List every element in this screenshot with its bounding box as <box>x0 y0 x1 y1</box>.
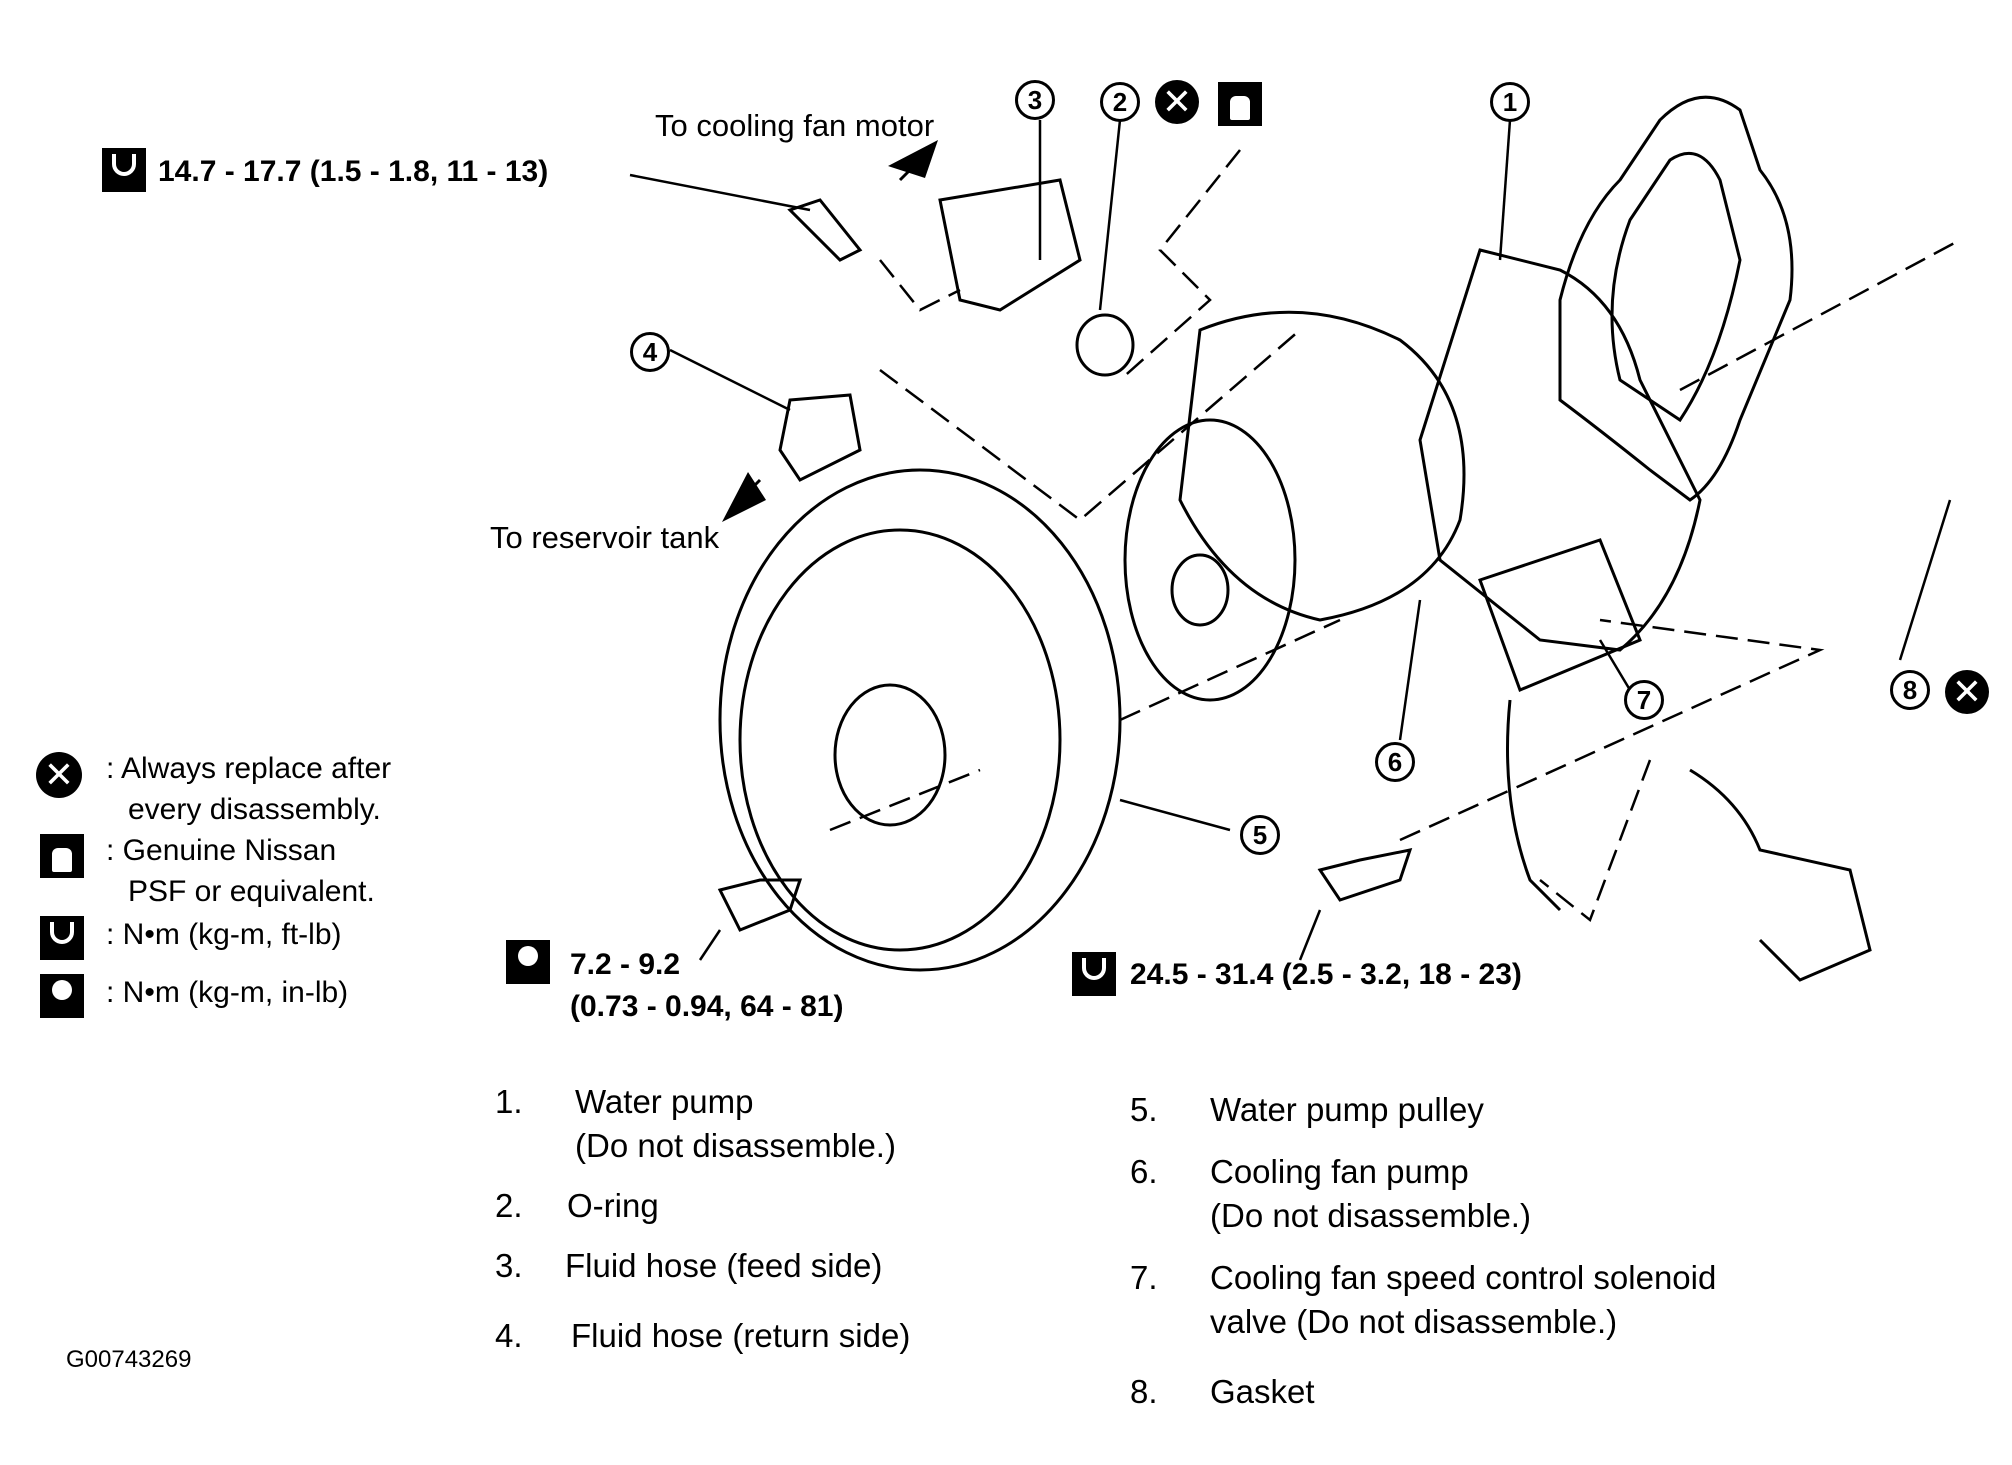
part-item-2: 2.O-ring <box>495 1187 659 1224</box>
part-item-1: 1.Water pump <box>495 1083 754 1120</box>
part-item-1-note: (Do not disassemble.) <box>575 1127 896 1164</box>
legend-psf-line1: : Genuine Nissan <box>106 834 337 867</box>
legend-torque-ftlb: : N•m (kg-m, ft-lb) <box>106 918 342 951</box>
fluid-hose-feed-part <box>938 178 1082 312</box>
torque-spec-top: 14.7 - 17.7 (1.5 - 1.8, 11 - 13) <box>158 155 549 188</box>
always-replace-icon: ✕ <box>1155 80 1199 124</box>
callout-8: 8 <box>1890 670 1930 710</box>
torque-ftlb-icon <box>1072 952 1116 996</box>
torque-ftlb-icon <box>40 916 84 960</box>
legend-always-replace-line1: : Always replace after <box>106 752 392 785</box>
bolt-lower <box>1317 848 1413 902</box>
legend-torque-inlb: : N•m (kg-m, in-lb) <box>106 976 349 1009</box>
callout-4: 4 <box>630 332 670 372</box>
arrow-to-cooling-fan-motor <box>888 140 938 178</box>
connector-part <box>1689 768 1872 982</box>
bolt-top <box>787 198 863 262</box>
water-pump-part <box>1418 248 1702 652</box>
part-item-3: 3.Fluid hose (feed side) <box>495 1247 883 1284</box>
figure-id: G00743269 <box>66 1346 192 1373</box>
torque-inlb-icon <box>40 974 84 1018</box>
parts-list-right: 5.Water pump pulley 6.Cooling fan pump (… <box>1130 1088 1716 1414</box>
gasket-part <box>1558 95 1794 502</box>
torque-ftlb-icon <box>102 148 146 192</box>
bolt-pulley <box>717 878 803 932</box>
callout-1: 1 <box>1490 82 1530 122</box>
psf-fluid-icon <box>1218 82 1262 126</box>
torque-inlb-icon <box>506 940 550 984</box>
psf-fluid-icon <box>40 834 84 878</box>
arrow-to-reservoir-tank <box>722 472 766 522</box>
cooling-fan-pump-part <box>1178 310 1466 622</box>
to-cooling-fan-motor-label: To cooling fan motor <box>655 108 935 143</box>
callout-6: 6 <box>1375 742 1415 782</box>
callout-2: 2 <box>1100 82 1140 122</box>
part-item-4: 4.Fluid hose (return side) <box>495 1317 911 1354</box>
torque-spec-pulley-line2: (0.73 - 0.94, 64 - 81) <box>570 990 844 1023</box>
legend-always-replace-line2: every disassembly. <box>128 793 381 826</box>
solenoid-valve-part <box>1478 538 1642 692</box>
to-reservoir-tank-label: To reservoir tank <box>490 520 720 555</box>
always-replace-icon: ✕ <box>36 752 82 798</box>
o-ring-part <box>1075 313 1135 377</box>
part-item-5: 5.Water pump pulley <box>1130 1091 1484 1128</box>
part-item-7: 7.Cooling fan speed control solenoid <box>1130 1259 1717 1296</box>
part-item-6-note: (Do not disassemble.) <box>1210 1197 1531 1234</box>
part-item-7-note: valve (Do not disassemble.) <box>1210 1303 1618 1340</box>
torque-spec-lower: 24.5 - 31.4 (2.5 - 3.2, 18 - 23) <box>1130 958 1522 991</box>
callout-5: 5 <box>1240 815 1280 855</box>
callout-3: 3 <box>1015 80 1055 120</box>
torque-spec-pulley-line1: 7.2 - 9.2 <box>570 948 681 981</box>
part-item-6: 6.Cooling fan pump <box>1130 1153 1469 1190</box>
always-replace-icon: ✕ <box>1945 670 1989 714</box>
fluid-hose-return-part <box>778 393 862 482</box>
parts-list-left: 1.Water pump (Do not disassemble.) 2.O-r… <box>495 1080 910 1358</box>
callout-7: 7 <box>1624 680 1664 720</box>
part-item-8: 8.Gasket <box>1130 1373 1315 1410</box>
legend-psf-line2: PSF or equivalent. <box>128 875 375 908</box>
